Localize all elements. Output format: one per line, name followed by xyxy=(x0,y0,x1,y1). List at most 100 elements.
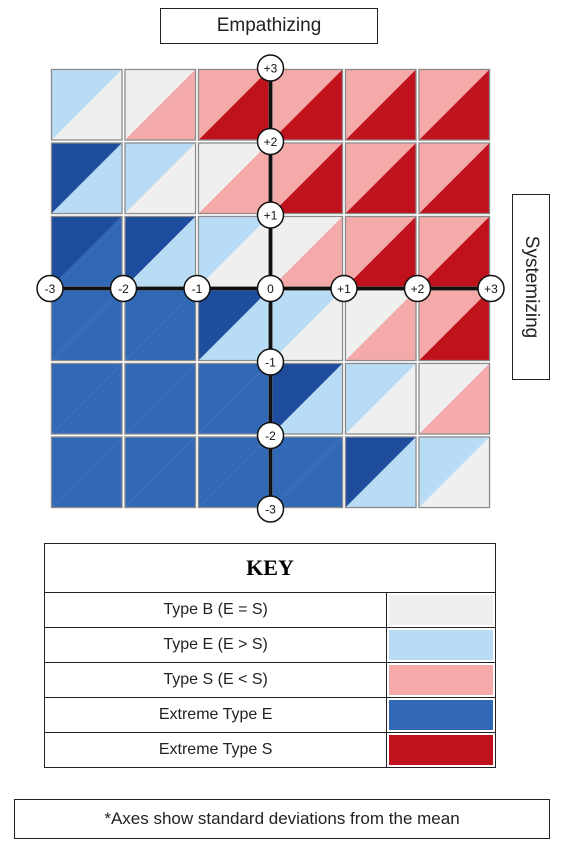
cell-lower-region xyxy=(419,143,490,214)
grid-cell xyxy=(418,215,491,288)
y-tick-label: -1 xyxy=(256,348,285,376)
grid-cell xyxy=(197,436,270,509)
cell-lower-region xyxy=(272,143,343,214)
cell-lower-region xyxy=(125,143,196,214)
grid-cell xyxy=(50,142,123,215)
cell-lower-region xyxy=(419,437,490,508)
cell-lower-region xyxy=(272,363,343,434)
key-swatch-extreme-e xyxy=(386,697,496,733)
x-tick-label: -2 xyxy=(109,274,138,303)
cell-lower-region xyxy=(51,216,122,287)
tick-text: -1 xyxy=(265,356,276,370)
grid-cell xyxy=(124,436,197,509)
cell-lower-region xyxy=(51,437,122,508)
grid-cell xyxy=(344,68,417,141)
y-tick-label: +1 xyxy=(256,201,285,229)
cell-lower-region xyxy=(345,290,416,361)
grid-cell xyxy=(344,436,417,509)
grid-cell xyxy=(344,215,417,288)
tick-text: -2 xyxy=(118,282,129,296)
cell-lower-region xyxy=(125,290,196,361)
grid-cell xyxy=(418,362,491,435)
y-tick-label: -2 xyxy=(256,421,285,450)
grid-cell xyxy=(418,142,491,215)
cell-lower-region xyxy=(198,216,269,287)
grid-cell xyxy=(271,289,344,362)
cell-lower-region xyxy=(198,143,269,214)
grid-cell xyxy=(197,68,270,141)
tick-circle xyxy=(256,54,285,82)
grid-cell xyxy=(197,362,270,435)
y-tick-label: +3 xyxy=(256,54,285,82)
grid-cells xyxy=(50,68,491,509)
cell-border xyxy=(50,68,123,141)
y-tick-label: +2 xyxy=(256,127,285,156)
key-row: Type S (E < S) xyxy=(43,662,496,698)
tick-labels: -3 -2 -1 0 +1 +2 +3 +3 +2 +1 -1 -2 -3 xyxy=(36,54,505,523)
brain-type-diagram: -3 -2 -1 0 +1 +2 +3 +3 +2 +1 -1 -2 -3 xyxy=(36,54,505,523)
key-label-extreme-e: Extreme Type E xyxy=(43,697,388,733)
cell-lower-region xyxy=(272,216,343,287)
cell-lower-region xyxy=(419,290,490,361)
cell-border xyxy=(344,142,417,215)
cell-border xyxy=(50,142,123,215)
cell-border xyxy=(124,142,197,215)
grid-cell xyxy=(197,142,270,215)
systemizing-axis-label: Systemizing xyxy=(512,194,550,380)
cell-border xyxy=(418,362,491,435)
cell-border xyxy=(418,142,491,215)
cell-lower-region xyxy=(51,143,122,214)
x-tick-label: +3 xyxy=(477,274,505,303)
tick-text: -3 xyxy=(265,503,276,517)
y-tick-label: -3 xyxy=(256,495,285,523)
key-label-type-s: Type S (E < S) xyxy=(43,662,388,698)
key-swatch-type-b xyxy=(386,592,496,628)
cell-border xyxy=(344,68,417,141)
grid-cell xyxy=(271,215,344,288)
tick-text: -1 xyxy=(192,282,203,296)
tick-circle xyxy=(256,421,285,450)
systemizing-label-text: Systemizing xyxy=(521,235,543,339)
grid-cell xyxy=(418,68,491,141)
cell-border xyxy=(344,362,417,435)
grid-cell xyxy=(344,362,417,435)
x-tick-label: +2 xyxy=(403,274,432,303)
cell-lower-region xyxy=(272,69,343,140)
key-label-type-b: Type B (E = S) xyxy=(43,592,388,628)
grid-cell xyxy=(271,436,344,509)
grid-cell xyxy=(344,142,417,215)
cell-lower-region xyxy=(51,69,122,140)
key-row: Extreme Type S xyxy=(43,732,496,768)
cell-lower-region xyxy=(51,363,122,434)
cell-lower-region xyxy=(345,216,416,287)
tick-text: +3 xyxy=(264,62,278,76)
grid-cell xyxy=(124,289,197,362)
cell-border xyxy=(50,362,123,435)
grid-cell xyxy=(197,289,270,362)
tick-circle xyxy=(403,274,432,303)
cell-border xyxy=(50,436,123,509)
x-tick-label: -3 xyxy=(36,274,64,303)
tick-text: +1 xyxy=(264,209,278,223)
cell-border xyxy=(124,436,197,509)
x-tick-label: +1 xyxy=(330,274,358,303)
grid-cell xyxy=(418,436,491,509)
cell-lower-region xyxy=(345,437,416,508)
key-table: KEY Type B (E = S) Type E (E > S) Type S… xyxy=(43,543,496,768)
cell-lower-region xyxy=(345,363,416,434)
tick-circle xyxy=(256,274,285,303)
cell-lower-region xyxy=(125,69,196,140)
grid-cell xyxy=(50,68,123,141)
cell-lower-region xyxy=(419,69,490,140)
tick-circle xyxy=(256,495,285,523)
cell-border xyxy=(418,68,491,141)
tick-circle xyxy=(109,274,138,303)
tick-circle xyxy=(477,274,505,303)
tick-text: +3 xyxy=(484,282,498,296)
cell-lower-region xyxy=(125,437,196,508)
tick-text: 0 xyxy=(267,282,274,296)
cell-border xyxy=(418,436,491,509)
tick-circle xyxy=(256,201,285,229)
tick-circle xyxy=(183,274,211,303)
tick-text: +2 xyxy=(264,135,278,149)
